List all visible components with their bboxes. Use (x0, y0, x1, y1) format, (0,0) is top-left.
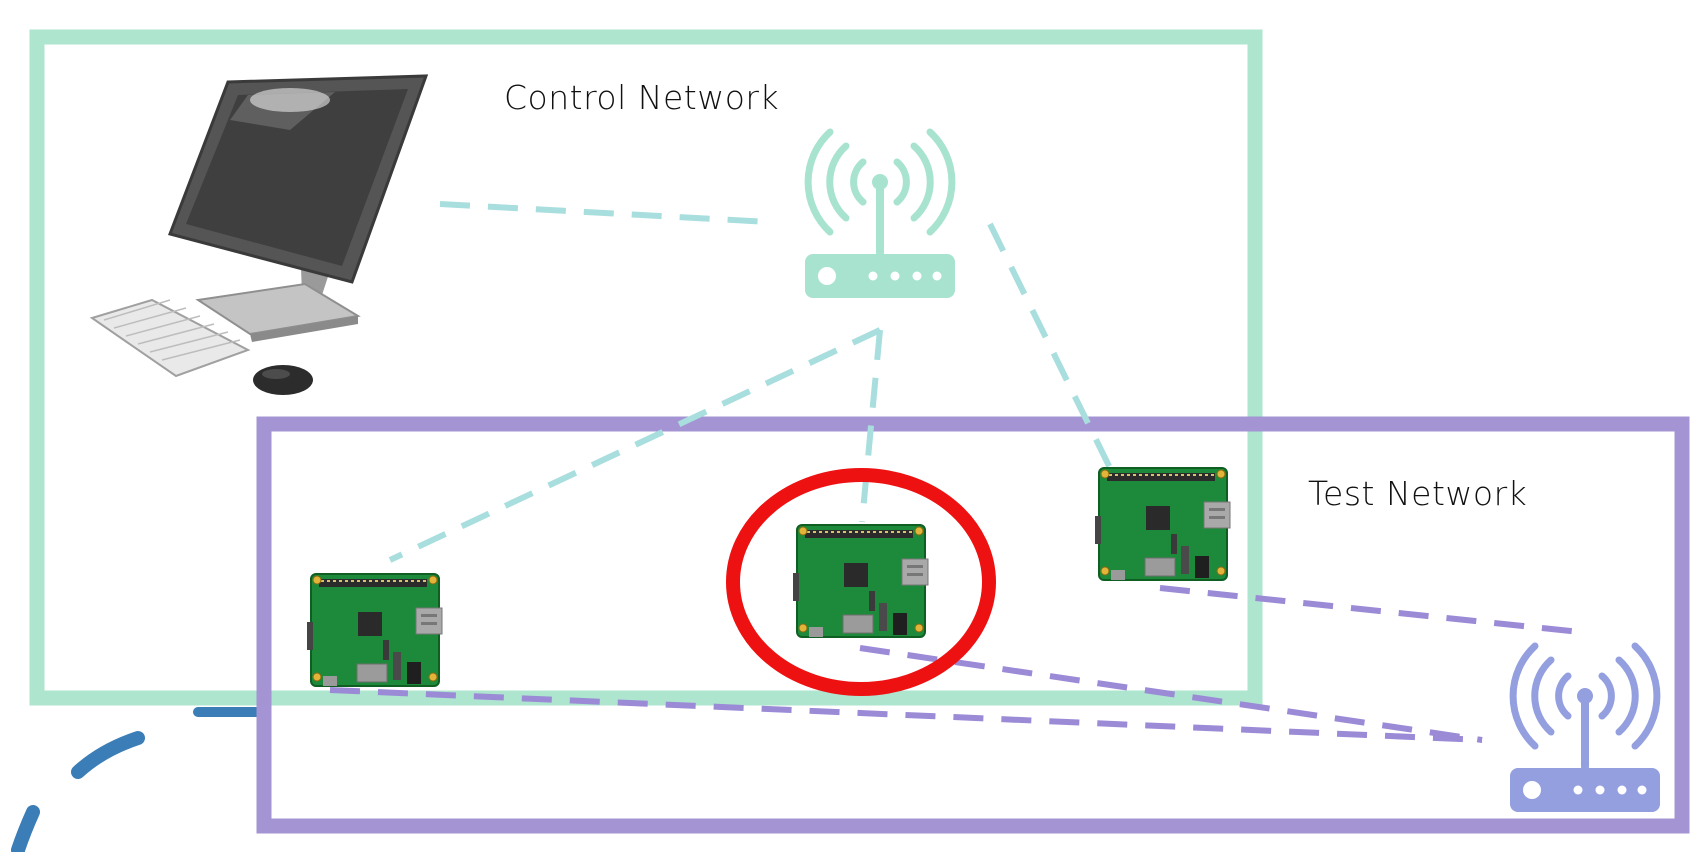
link-router-board-middle (859, 329, 883, 523)
link-router-board-left (388, 327, 882, 563)
control-network-label: Control Network (504, 78, 780, 117)
link-board-left-router (329, 687, 1483, 743)
raspberry-pi-board-icon-right (1094, 467, 1231, 581)
test-network-label: Test Network (1308, 474, 1528, 513)
highlight-ring (726, 468, 996, 696)
link-board-middle-router (859, 645, 1483, 743)
test-network-links (329, 585, 1581, 743)
wifi-router-icon-control (805, 132, 955, 298)
raspberry-pi-board-icon-left (306, 573, 443, 687)
control-network-box (29, 29, 1263, 706)
test-network-box (256, 416, 1690, 834)
wifi-router-icon-test (1510, 646, 1660, 812)
partial-dashed-arc (11, 707, 267, 852)
raspberry-pi-board-icon-middle (792, 524, 929, 638)
control-network-links (388, 201, 1113, 563)
desktop-computer-icon (89, 74, 429, 395)
link-board-right-router (1159, 585, 1581, 635)
link-computer-router (439, 201, 771, 225)
